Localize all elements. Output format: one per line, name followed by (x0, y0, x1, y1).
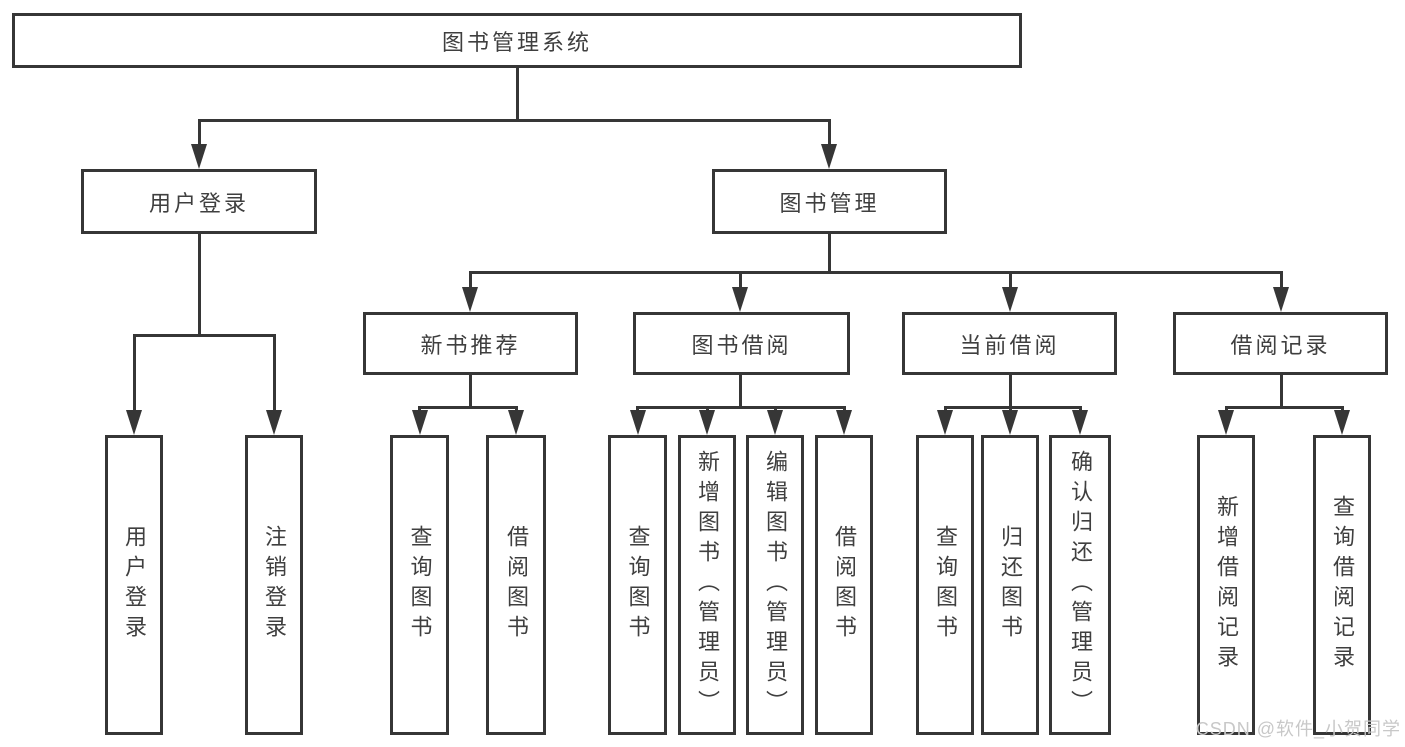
connector-line (468, 375, 472, 408)
module-node-label: 用户登录 (148, 190, 249, 216)
submodule-node-book-borrow: 图书借阅 (633, 312, 850, 375)
function-node-label: 借阅图书 (832, 525, 857, 645)
function-node-query-books-recommend: 查询图书 (390, 435, 449, 735)
connector-arrow (636, 406, 639, 410)
connector-arrow (773, 406, 777, 410)
function-node-label: 查询图书 (407, 525, 433, 645)
function-node-confirm-return-admin: 确认归还（管理员） (1049, 435, 1111, 735)
connector-arrow (1279, 271, 1283, 287)
function-node-logout: 注销登录 (245, 435, 303, 735)
module-node-user-login: 用户登录 (81, 169, 317, 234)
root-node-label: 图书管理系统 (441, 29, 592, 55)
connector-arrow (705, 406, 709, 410)
submodule-node-label: 借阅记录 (1230, 332, 1331, 358)
function-node-add-books-admin: 新增图书（管理员） (678, 435, 736, 735)
submodule-node-borrow-records: 借阅记录 (1173, 312, 1388, 375)
csdn-watermark: CSDN @软件_小贺同学 (1195, 719, 1401, 739)
connector-arrow (514, 406, 518, 410)
function-node-borrow-books: 借阅图书 (815, 435, 873, 735)
connector-arrow (1008, 406, 1012, 410)
connector-arrow (1008, 271, 1012, 287)
function-node-label: 新增图书（管理员） (695, 450, 720, 720)
connector-line (1224, 406, 1342, 409)
submodule-node-new-book-recommend: 新书推荐 (363, 312, 578, 375)
root-node-library-system: 图书管理系统 (12, 13, 1022, 68)
submodule-node-label: 新书推荐 (420, 332, 521, 358)
connector-arrow (1224, 406, 1228, 410)
connector-line (197, 234, 201, 336)
module-node-book-management: 图书管理 (712, 169, 947, 234)
connector-line (943, 406, 1080, 409)
connector-line (1008, 375, 1012, 408)
connector-arrow (418, 406, 421, 410)
connector-line (418, 406, 517, 409)
connector-arrow (468, 271, 472, 287)
connector-arrow (738, 271, 742, 287)
function-node-label: 查询图书 (933, 525, 958, 645)
function-node-label: 注销登录 (262, 525, 287, 645)
function-node-edit-books-admin: 编辑图书（管理员） (746, 435, 804, 735)
function-node-label: 查询借阅记录 (1330, 495, 1355, 675)
function-node-label: 借阅图书 (504, 525, 529, 645)
function-node-query-books-borrow: 查询图书 (608, 435, 667, 735)
function-node-borrow-books-recommend: 借阅图书 (486, 435, 546, 735)
connector-arrow (943, 406, 947, 410)
function-node-label: 查询图书 (625, 525, 651, 645)
connector-line (636, 406, 845, 409)
module-node-label: 图书管理 (779, 190, 880, 216)
function-node-label: 编辑图书（管理员） (763, 450, 788, 720)
connector-arrow (842, 406, 846, 410)
connector-arrow (132, 334, 136, 410)
function-node-user-login: 用户登录 (105, 435, 163, 735)
function-node-query-borrow-record: 查询借阅记录 (1313, 435, 1371, 735)
submodule-node-label: 当前借阅 (959, 332, 1060, 358)
function-node-query-books-current: 查询图书 (916, 435, 974, 735)
connector-line (468, 271, 1283, 274)
connector-line (197, 119, 831, 122)
connector-line (132, 334, 276, 337)
connector-line (827, 234, 831, 274)
submodule-node-current-borrow: 当前借阅 (902, 312, 1117, 375)
function-node-label: 归还图书 (998, 525, 1023, 645)
function-node-return-books: 归还图书 (981, 435, 1039, 735)
connector-arrow (827, 119, 831, 144)
connector-arrow (1340, 406, 1344, 410)
connector-arrow (197, 119, 201, 144)
function-node-add-borrow-record: 新增借阅记录 (1197, 435, 1255, 735)
function-node-label: 新增借阅记录 (1214, 495, 1239, 675)
function-node-label: 确认归还（管理员） (1068, 450, 1093, 720)
connector-line (1279, 375, 1283, 408)
submodule-node-label: 图书借阅 (691, 332, 792, 358)
connector-line (515, 68, 519, 121)
connector-line (738, 375, 742, 408)
connector-arrow (1078, 406, 1082, 410)
connector-arrow (272, 334, 276, 410)
function-node-label: 用户登录 (122, 525, 147, 645)
